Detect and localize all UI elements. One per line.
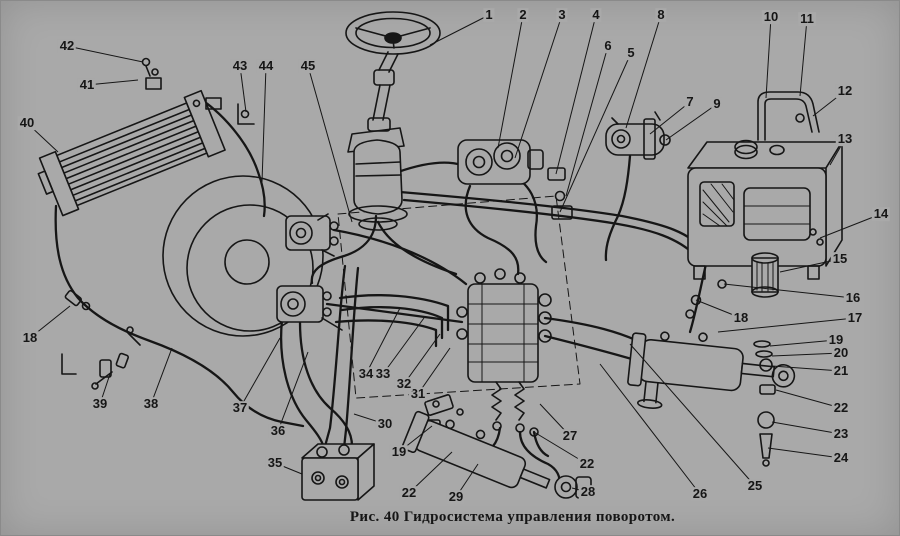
callout-5: 5 bbox=[625, 45, 637, 61]
callout-37: 37 bbox=[230, 400, 250, 416]
callout-19: 19 bbox=[826, 332, 846, 348]
callout-18: 18 bbox=[731, 310, 751, 326]
callout-43: 43 bbox=[230, 58, 250, 74]
steering-wheel-column bbox=[345, 11, 441, 231]
callout-22: 22 bbox=[831, 400, 851, 416]
oil-cooler bbox=[37, 57, 255, 217]
junction-block bbox=[301, 443, 375, 501]
callout-4: 4 bbox=[590, 7, 602, 23]
callout-42: 42 bbox=[57, 38, 77, 54]
callout-12: 12 bbox=[835, 83, 855, 99]
callout-38: 38 bbox=[141, 396, 161, 412]
callout-14: 14 bbox=[871, 206, 891, 222]
callout-15: 15 bbox=[830, 251, 850, 267]
callout-20: 20 bbox=[831, 345, 851, 361]
callout-35: 35 bbox=[265, 455, 285, 471]
callout-41: 41 bbox=[77, 77, 97, 93]
callout-32: 32 bbox=[394, 376, 414, 392]
callout-10: 10 bbox=[761, 9, 781, 25]
callout-16: 16 bbox=[843, 290, 863, 306]
callout-28: 28 bbox=[578, 484, 598, 500]
callout-36: 36 bbox=[268, 423, 288, 439]
callout-26: 26 bbox=[690, 486, 710, 502]
callout-33: 33 bbox=[373, 366, 393, 382]
callout-18: 18 bbox=[20, 330, 40, 346]
callout-22: 22 bbox=[399, 485, 419, 501]
callout-21: 21 bbox=[831, 363, 851, 379]
callout-1: 1 bbox=[483, 7, 495, 23]
callout-2: 2 bbox=[517, 7, 529, 23]
callout-31: 31 bbox=[408, 386, 428, 402]
callout-8: 8 bbox=[655, 7, 667, 23]
callout-6: 6 bbox=[602, 38, 614, 54]
transmission-housing bbox=[162, 175, 324, 337]
callout-30: 30 bbox=[375, 416, 395, 432]
callout-44: 44 bbox=[256, 58, 276, 74]
callout-11: 11 bbox=[798, 11, 816, 27]
cylinder-bracket bbox=[424, 394, 464, 416]
callout-34: 34 bbox=[356, 366, 376, 382]
callout-27: 27 bbox=[560, 428, 580, 444]
tank-frame bbox=[757, 91, 820, 141]
callout-13: 13 bbox=[835, 131, 855, 147]
hose-fitting-left bbox=[64, 289, 91, 311]
callout-9: 9 bbox=[711, 96, 723, 112]
callout-45: 45 bbox=[298, 58, 318, 74]
callout-22: 22 bbox=[577, 456, 597, 472]
callout-3: 3 bbox=[556, 7, 568, 23]
callout-29: 29 bbox=[446, 489, 466, 505]
callout-39: 39 bbox=[90, 396, 110, 412]
control-valve bbox=[456, 268, 552, 433]
figure-caption: Рис. 40 Гидросистема управления поворото… bbox=[349, 509, 676, 525]
dashed-outline bbox=[337, 195, 581, 399]
callout-25: 25 bbox=[745, 478, 765, 494]
callout-24: 24 bbox=[831, 450, 851, 466]
hydraulic-pump-lower bbox=[276, 285, 343, 331]
callout-17: 17 bbox=[845, 310, 865, 326]
callout-40: 40 bbox=[17, 115, 37, 131]
bottom-rod-end bbox=[554, 475, 592, 499]
callout-23: 23 bbox=[831, 426, 851, 442]
callout-7: 7 bbox=[684, 94, 696, 110]
callout-19: 19 bbox=[389, 444, 409, 460]
